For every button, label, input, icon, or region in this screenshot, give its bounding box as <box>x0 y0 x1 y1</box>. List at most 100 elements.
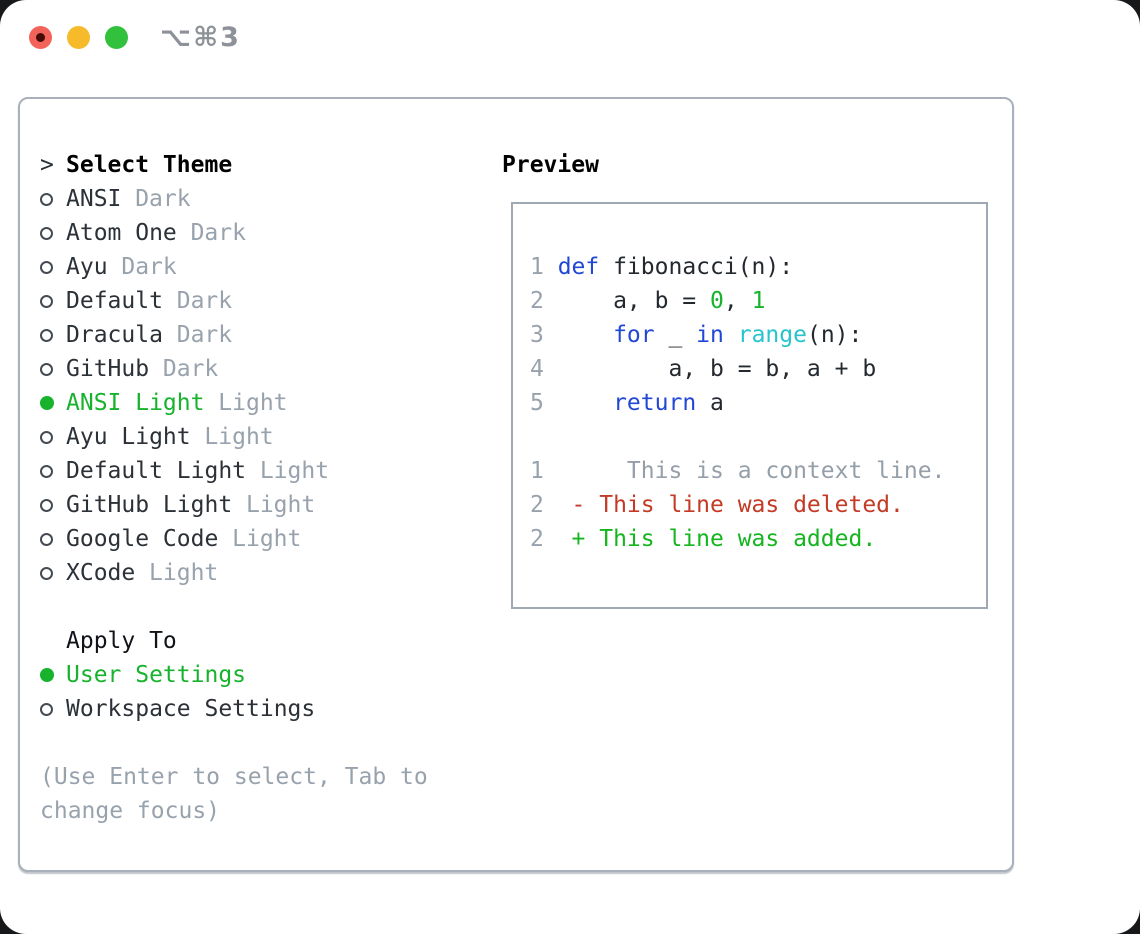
line-number: 3 <box>530 322 544 348</box>
radio-icon <box>40 260 53 274</box>
option-label: Dracula <box>66 322 163 348</box>
preview-code-line: 4 a, b = b, a + b <box>530 352 986 386</box>
apply-to-option[interactable]: User Settings <box>40 658 428 692</box>
option-label: Atom One <box>66 220 177 246</box>
theme-list-item[interactable]: GitHub Dark <box>40 352 428 386</box>
hint-text-line-2: change focus) <box>40 798 221 824</box>
theme-picker-panel: > Select Theme ANSI Dark Atom One Dark A… <box>18 97 1014 872</box>
line-number: 5 <box>530 390 544 416</box>
theme-variant-label: Dark <box>162 356 219 382</box>
window-title: ⌥⌘3 <box>160 21 241 53</box>
option-label: Default Light <box>66 458 247 484</box>
code-segment: in <box>696 322 724 348</box>
code-segment <box>558 322 613 348</box>
code-segment: This is a context line. <box>557 458 946 484</box>
radio-icon <box>40 328 53 342</box>
code-segment: + This line was added. <box>557 526 877 552</box>
option-label: Default <box>66 288 163 314</box>
radio-slot <box>40 260 66 274</box>
code-segment: - This line was deleted. <box>557 492 904 518</box>
radio-icon <box>40 464 53 478</box>
code-segment: 0 <box>710 288 724 314</box>
radio-icon <box>40 294 53 308</box>
radio-slot <box>40 532 66 546</box>
code-segment: a, b = <box>557 288 711 314</box>
radio-slot <box>40 464 66 478</box>
theme-list-item[interactable]: Ayu Dark <box>40 250 428 284</box>
radio-icon <box>40 192 53 206</box>
preview-code-line: 1 This is a context line. <box>530 454 986 488</box>
theme-list-item[interactable]: Default Dark <box>40 284 428 318</box>
theme-variant-label: Light <box>218 390 288 416</box>
close-dot-icon <box>36 32 45 42</box>
radio-icon <box>40 702 53 716</box>
radio-selected-icon <box>40 396 54 410</box>
radio-slot <box>40 294 66 308</box>
theme-list-item[interactable]: GitHub Light Light <box>40 488 428 522</box>
close-button[interactable] <box>29 25 52 49</box>
code-segment: (n): <box>806 322 863 348</box>
radio-slot <box>40 430 66 444</box>
option-label: Ayu <box>66 254 108 280</box>
theme-variant-label: Dark <box>176 322 233 348</box>
radio-icon <box>40 532 53 546</box>
theme-variant-label: Light <box>232 526 302 552</box>
apply-to-title: Apply To <box>66 628 177 654</box>
line-number: 1 <box>530 254 544 280</box>
preview-code-line: 5 return a <box>530 386 986 420</box>
theme-list: ANSI Dark Atom One Dark Ayu Dark Default… <box>40 182 428 590</box>
zoom-button[interactable] <box>105 25 128 49</box>
theme-list-item[interactable]: Default Light Light <box>40 454 428 488</box>
theme-list-item[interactable]: XCode Light <box>40 556 428 590</box>
theme-variant-label: Dark <box>190 220 246 246</box>
radio-icon <box>40 362 53 376</box>
radio-slot <box>40 362 66 376</box>
radio-slot <box>40 328 66 342</box>
code-segment: a <box>696 390 724 416</box>
code-segment <box>724 322 738 348</box>
line-number: 1 <box>530 458 544 484</box>
radio-selected-icon <box>40 668 54 682</box>
theme-variant-label: Dark <box>176 288 233 314</box>
preview-code-line: 2 a, b = 0, 1 <box>530 284 986 318</box>
theme-list-item[interactable]: ANSI Dark <box>40 182 428 216</box>
theme-list-item[interactable]: Dracula Dark <box>40 318 428 352</box>
spacer <box>40 590 428 624</box>
theme-variant-label: Light <box>204 424 274 450</box>
theme-picker-column: > Select Theme ANSI Dark Atom One Dark A… <box>40 148 428 828</box>
radio-slot <box>40 668 66 682</box>
line-number: 2 <box>530 526 544 552</box>
theme-list-item[interactable]: ANSI Light Light <box>40 386 428 420</box>
apply-to-list: User Settings Workspace Settings <box>40 658 428 726</box>
hint-text-line-1: (Use Enter to select, Tab to <box>40 764 428 790</box>
radio-slot <box>40 566 66 580</box>
option-label: User Settings <box>66 662 247 688</box>
radio-icon <box>40 566 53 580</box>
option-label: Ayu Light <box>66 424 191 450</box>
prompt-arrow: > <box>40 152 54 178</box>
code-segment: , <box>723 288 752 314</box>
code-segment: return <box>613 390 697 416</box>
radio-slot <box>40 702 66 716</box>
minimize-button[interactable] <box>67 25 90 49</box>
radio-slot <box>40 396 66 410</box>
option-label: GitHub Light <box>66 492 233 518</box>
select-theme-header: > Select Theme <box>40 148 428 182</box>
theme-list-item[interactable]: Google Code Light <box>40 522 428 556</box>
apply-to-option[interactable]: Workspace Settings <box>40 692 428 726</box>
code-segment: def <box>557 254 600 280</box>
code-segment: 1 <box>751 288 766 314</box>
option-label: ANSI Light <box>66 390 205 416</box>
code-segment <box>558 390 613 416</box>
theme-list-item[interactable]: Atom One Dark <box>40 216 428 250</box>
spacer <box>40 726 428 760</box>
preview-code-line: 3 for _ in range(n): <box>530 318 986 352</box>
line-number: 2 <box>530 288 544 314</box>
preview-title: Preview <box>502 152 599 178</box>
theme-variant-label: Dark <box>135 186 191 212</box>
option-label: Google Code <box>66 526 219 552</box>
theme-list-item[interactable]: Ayu Light Light <box>40 420 428 454</box>
line-number: 2 <box>530 492 544 518</box>
select-theme-title: Select Theme <box>66 152 233 178</box>
